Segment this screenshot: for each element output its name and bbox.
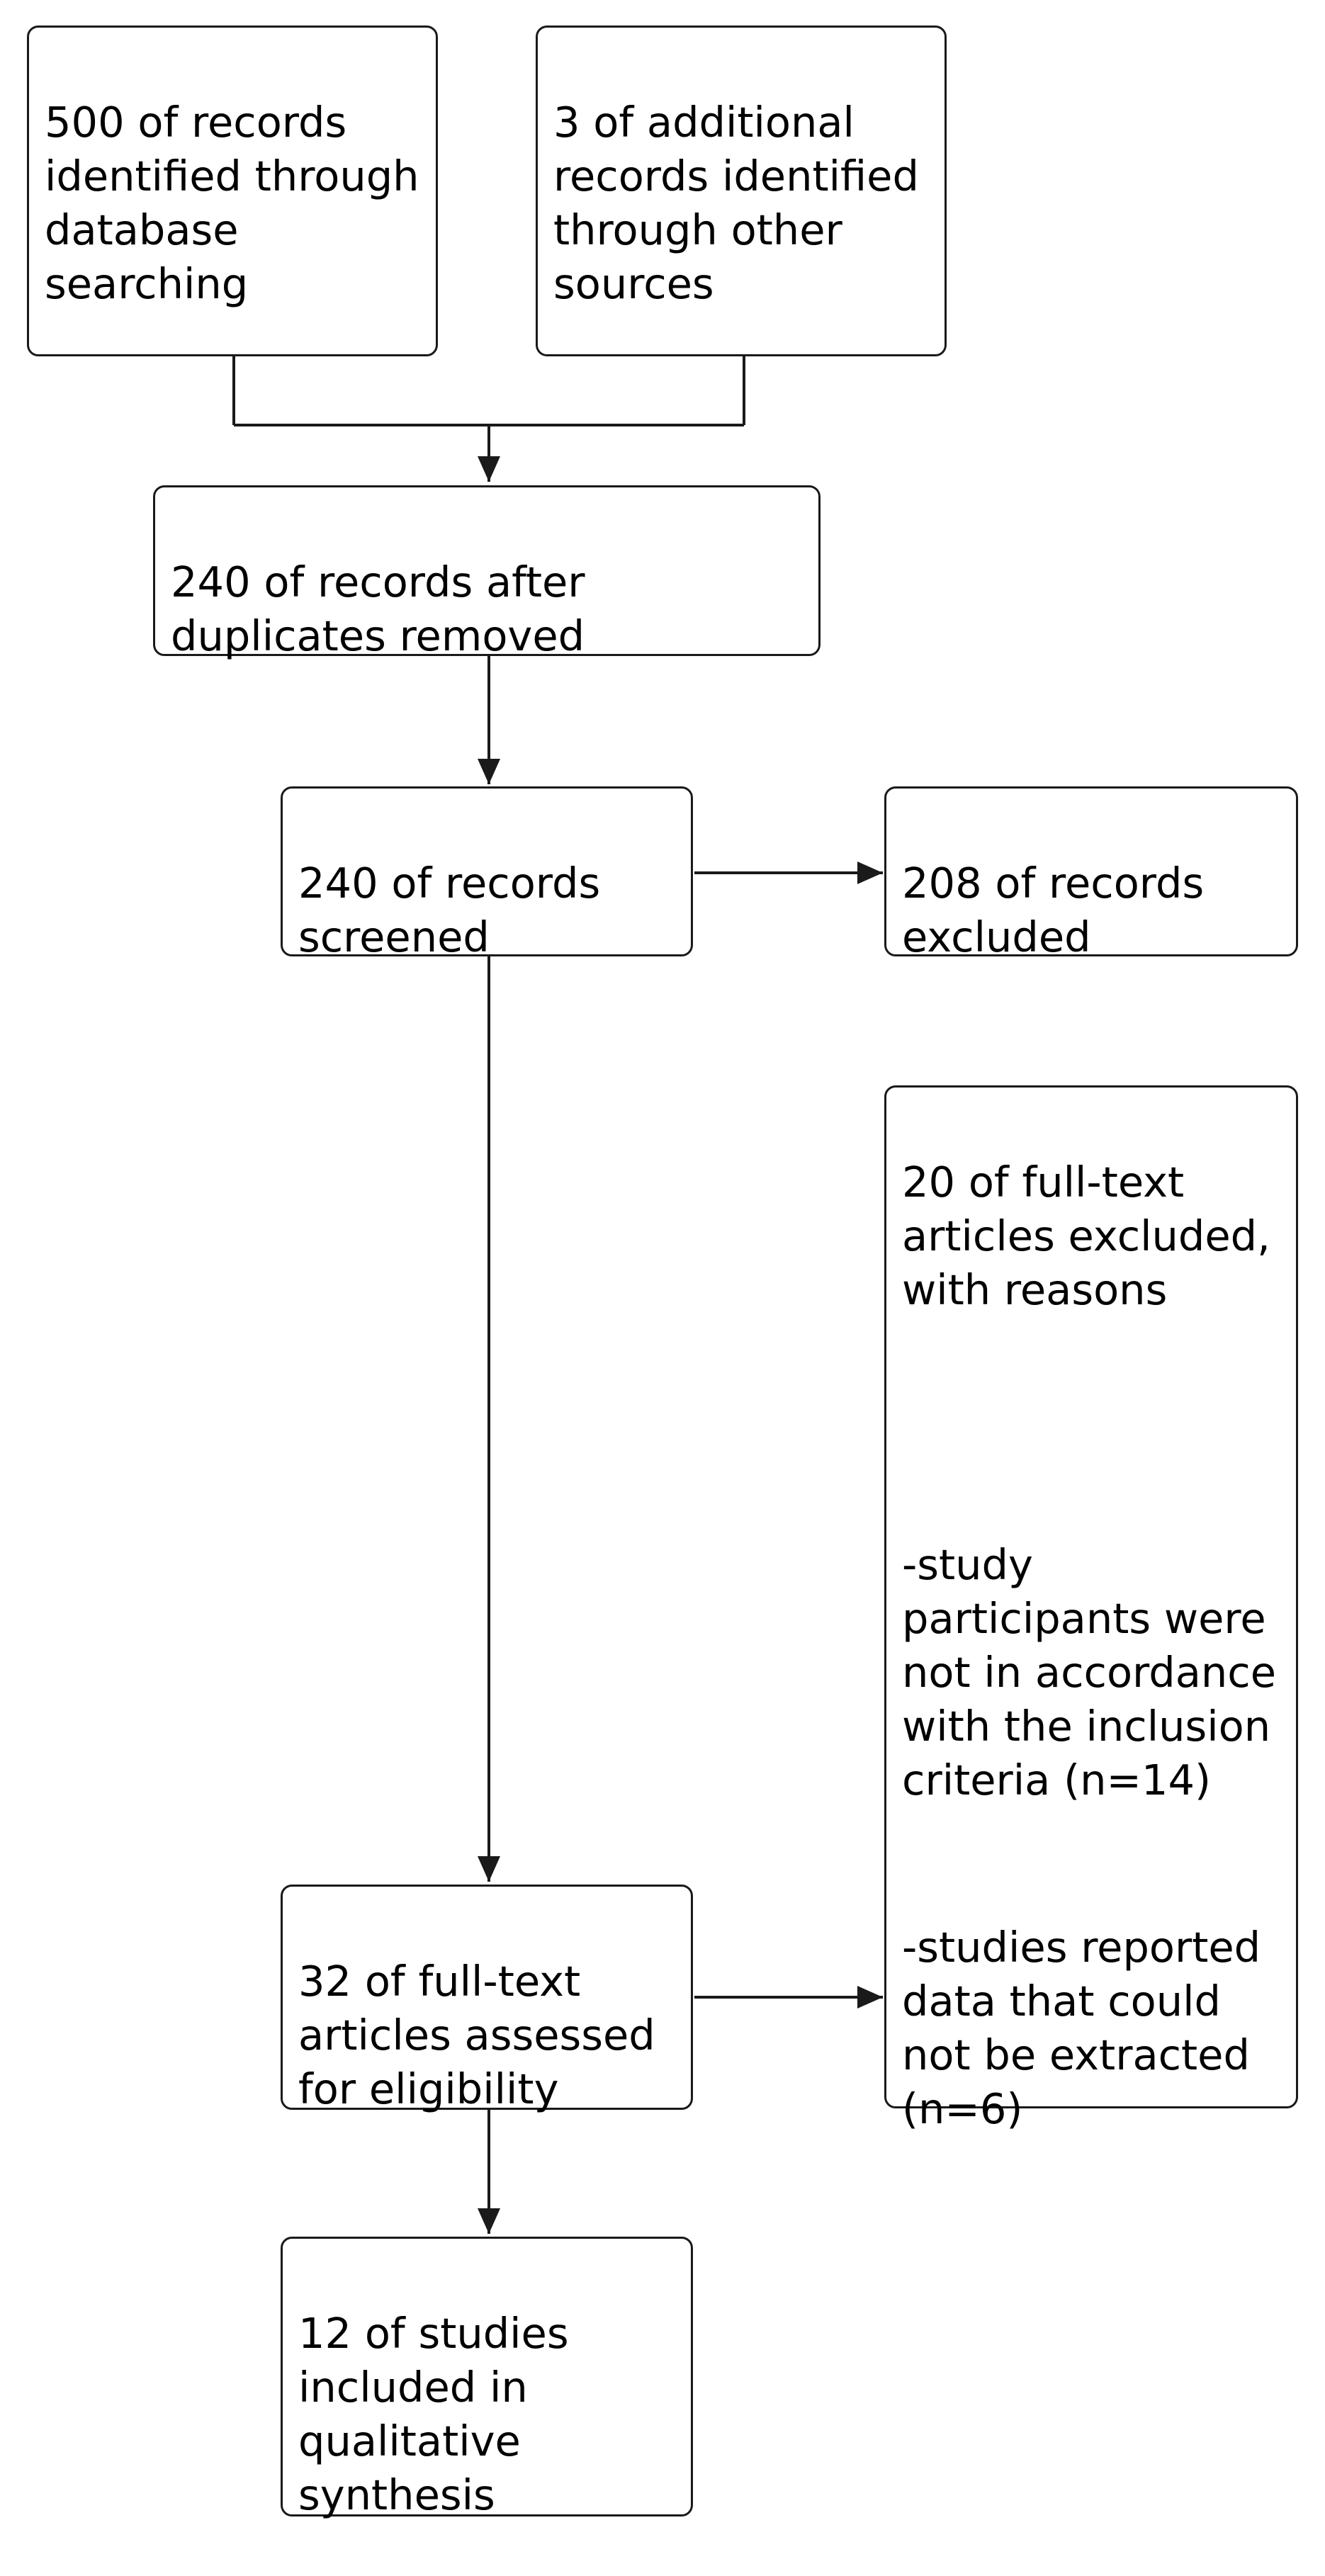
- records-screened-text: 240 of records screened: [298, 859, 601, 961]
- records-database-text: 500 of records identified through databa…: [45, 98, 419, 308]
- duplicates-removed-box: 240 of records after duplicates removed: [153, 485, 821, 660]
- records-excluded-text: 208 of records excluded: [902, 859, 1205, 961]
- fulltext-excluded-heading: 20 of full-text articles excluded, with …: [902, 1158, 1270, 1314]
- records-excluded-box: 208 of records excluded: [884, 786, 1298, 961]
- fulltext-excluded-gap: [902, 1861, 1280, 1867]
- studies-included-box: 12 of studies included in qualitative sy…: [281, 2237, 693, 2519]
- fulltext-assessed-box: 32 of full-text articles assessed for el…: [281, 1885, 693, 2113]
- fulltext-assessed-text: 32 of full-text articles assessed for el…: [298, 1957, 655, 2113]
- fulltext-excluded-reason-data: -studies reported data that could not be…: [902, 1923, 1261, 2133]
- records-other-sources-text: 3 of additional records identified throu…: [553, 98, 919, 308]
- studies-included-text: 12 of studies included in qualitative sy…: [298, 2309, 569, 2519]
- records-other-sources-box: 3 of additional records identified throu…: [536, 26, 947, 356]
- fulltext-excluded-reason-participants: -study participants were not in accordan…: [902, 1540, 1277, 1804]
- duplicates-removed-text: 240 of records after duplicates removed: [171, 558, 585, 660]
- fulltext-excluded-spacer: [902, 1371, 1280, 1484]
- fulltext-excluded-box: 20 of full-text articles excluded, with …: [884, 1085, 1298, 2133]
- records-screened-box: 240 of records screened: [281, 786, 693, 961]
- records-database-box: 500 of records identified through databa…: [27, 26, 438, 356]
